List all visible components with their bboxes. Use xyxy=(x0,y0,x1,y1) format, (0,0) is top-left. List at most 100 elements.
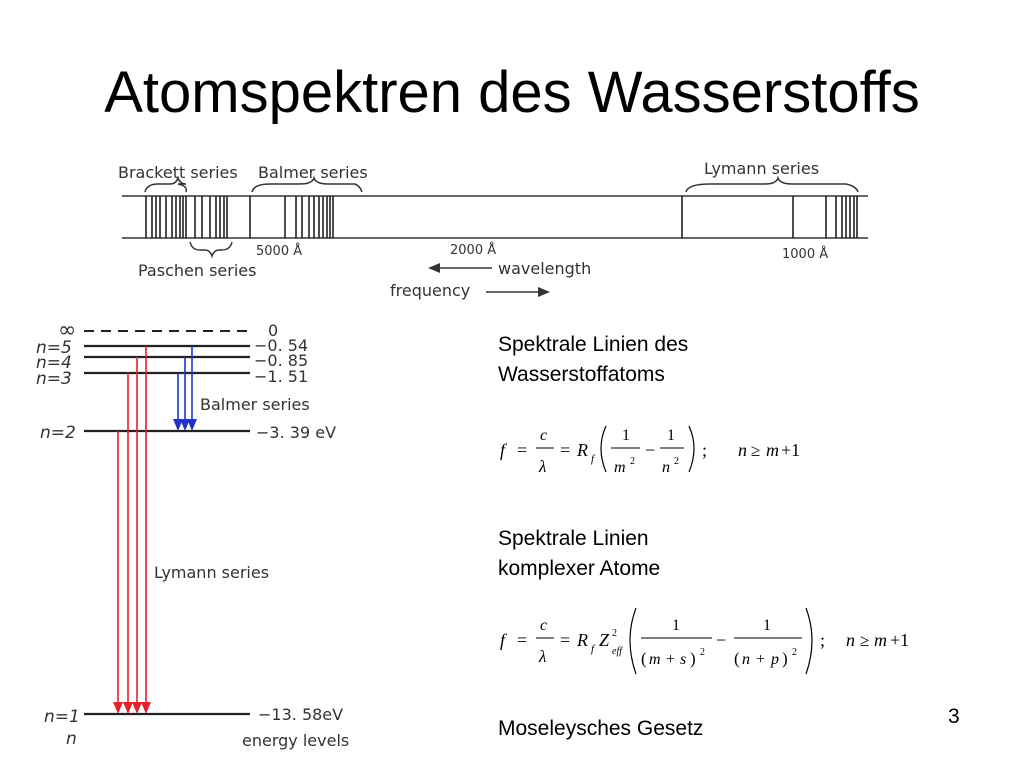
level-3-energy: −1. 51 xyxy=(254,367,308,386)
hydrogen-heading-line-2: Wasserstoffatoms xyxy=(498,363,665,386)
svg-text:+: + xyxy=(666,651,675,668)
svg-text:−: − xyxy=(716,630,726,650)
svg-text:eff: eff xyxy=(612,646,623,657)
brackett-series-label: Brackett series xyxy=(118,163,238,182)
level-4-n: n=4 xyxy=(36,353,72,373)
svg-text:−: − xyxy=(645,440,655,460)
svg-text:n: n xyxy=(742,651,750,668)
svg-text:≥: ≥ xyxy=(751,441,760,460)
level-5-energy: −0. 54 xyxy=(254,336,308,355)
svg-text:1: 1 xyxy=(672,617,680,634)
svg-text:(: ( xyxy=(734,649,740,668)
svg-text:n: n xyxy=(846,630,855,650)
svg-text:;: ; xyxy=(702,440,707,460)
frequency-arrow-head xyxy=(538,287,550,297)
tick-2000-label: 2000 Å xyxy=(450,242,496,258)
svg-text:f: f xyxy=(591,453,596,465)
svg-text:2: 2 xyxy=(612,628,617,639)
svg-text:=: = xyxy=(560,630,570,650)
lymann-arrow-head xyxy=(113,702,123,714)
svg-text:f: f xyxy=(500,440,508,460)
svg-text:;: ; xyxy=(820,630,825,650)
svg-text:2: 2 xyxy=(700,647,705,658)
svg-text:m: m xyxy=(766,440,779,460)
svg-text:2: 2 xyxy=(792,647,797,658)
svg-text:=: = xyxy=(517,630,527,650)
svg-text:1: 1 xyxy=(622,427,630,444)
svg-text:n: n xyxy=(662,459,670,476)
svg-text:): ) xyxy=(782,649,788,668)
wavelength-arrow-head xyxy=(428,263,440,273)
svg-text:f: f xyxy=(591,643,596,655)
balmer-arrow-head xyxy=(187,419,197,431)
lymann-arrows xyxy=(113,346,151,714)
level-1-n: n=1 xyxy=(44,707,80,727)
complex-heading: Spektrale Linien komplexer Atome xyxy=(498,524,660,584)
paschen-series-label: Paschen series xyxy=(138,261,256,280)
level-3-n: n=3 xyxy=(36,369,72,389)
energy-level-diagram: ∞ n=5 n=4 n=3 n=2 n=1 n 0 −0. 54 −0. 85 … xyxy=(36,318,349,750)
moseley-formula: f = c λ = R f Z 2 eff 1 ( m + s ) 2 − 1 … xyxy=(500,607,909,675)
svg-text:R: R xyxy=(576,440,588,460)
svg-text:m: m xyxy=(649,651,661,668)
tick-5000-label: 5000 Å xyxy=(256,243,302,259)
brackett-brace xyxy=(144,175,188,193)
hydrogen-heading-line-1: Spektrale Linien des xyxy=(498,333,689,356)
lymann-brace xyxy=(685,175,859,193)
rydberg-formula: f = c λ = R f 1 m 2 − 1 n 2 ; n ≥ m +1 xyxy=(500,425,800,476)
svg-text:c: c xyxy=(540,617,547,634)
balmer-brace xyxy=(251,175,363,193)
svg-text:λ: λ xyxy=(538,647,546,666)
lymann-arrow-head xyxy=(132,702,142,714)
svg-text:p: p xyxy=(770,651,779,668)
svg-text:≥: ≥ xyxy=(860,631,869,650)
complex-heading-line-1: Spektrale Linien xyxy=(498,527,649,550)
svg-text:λ: λ xyxy=(538,457,546,476)
svg-text:Z: Z xyxy=(599,630,610,650)
svg-text:): ) xyxy=(690,649,696,668)
balmer-arrow-head xyxy=(173,419,183,431)
level-4-energy: −0. 85 xyxy=(254,351,308,370)
svg-text:s: s xyxy=(680,651,686,668)
svg-text:+1: +1 xyxy=(781,440,800,460)
balmer-diagram-label: Balmer series xyxy=(200,395,310,414)
spectral-lines xyxy=(145,196,858,238)
svg-text:R: R xyxy=(576,630,588,650)
level-infinity-energy: 0 xyxy=(268,321,278,340)
svg-text:c: c xyxy=(540,427,547,444)
level-5-n: n=5 xyxy=(36,338,72,358)
tick-1000-label: 1000 Å xyxy=(782,246,828,262)
svg-text:+: + xyxy=(756,651,765,668)
moseley-label: Moseleysches Gesetz xyxy=(498,717,704,740)
energy-levels-label: energy levels xyxy=(242,731,349,750)
n-axis-label: n xyxy=(66,729,77,749)
complex-heading-line-2: komplexer Atome xyxy=(498,557,661,580)
svg-text:=: = xyxy=(517,440,527,460)
svg-text:(: ( xyxy=(641,649,647,668)
level-infinity-n: ∞ xyxy=(58,318,76,343)
level-2-energy: −3. 39 eV xyxy=(256,423,336,442)
svg-text:1: 1 xyxy=(763,617,771,634)
svg-text:1: 1 xyxy=(667,427,675,444)
svg-text:2: 2 xyxy=(630,456,635,467)
lymann-arrow-head xyxy=(141,702,151,714)
balmer-series-label: Balmer series xyxy=(258,163,368,182)
frequency-label: frequency xyxy=(390,281,470,300)
level-1-energy: −13. 58eV xyxy=(258,705,343,724)
lymann-arrow-head xyxy=(123,702,133,714)
svg-text:m: m xyxy=(874,630,887,650)
svg-text:m: m xyxy=(614,459,626,476)
paschen-brace xyxy=(189,241,233,259)
svg-text:2: 2 xyxy=(674,456,679,467)
svg-text:+1: +1 xyxy=(890,630,909,650)
lymann-diagram-label: Lymann series xyxy=(154,563,269,582)
slide-number: 3 xyxy=(948,705,960,728)
balmer-arrows xyxy=(173,346,197,431)
balmer-arrow-head xyxy=(180,419,190,431)
svg-text:=: = xyxy=(560,440,570,460)
wavelength-label: wavelength xyxy=(498,259,591,278)
hydrogen-heading: Spektrale Linien des Wasserstoffatoms xyxy=(498,330,688,390)
slide-title: Atomspektren des Wasserstoffs xyxy=(104,60,920,125)
svg-text:n: n xyxy=(738,440,747,460)
